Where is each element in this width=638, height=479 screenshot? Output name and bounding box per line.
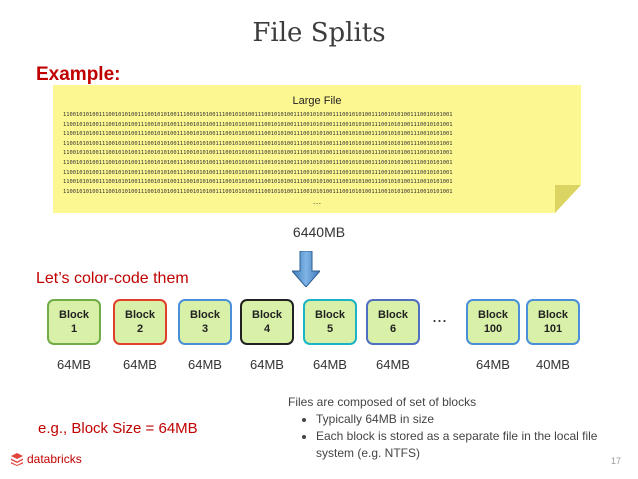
binary-line: 1100101010011100101010011100101010011100… [63,140,453,147]
block-label: Block [125,309,155,321]
block-101: Block 101 [526,299,580,345]
block-size-label: 64MB [313,357,347,372]
block-size-label: 64MB [188,357,222,372]
block-100: Block 100 [466,299,520,345]
block-label: Block [315,309,345,321]
block-number: 100 [483,323,503,335]
slide-title: File Splits [252,18,386,48]
block-size-label: 64MB [476,357,510,372]
block-label: Block [478,309,508,321]
color-code-label: Let’s color-code them [36,270,189,287]
down-arrow-icon [292,251,320,287]
description-bullet: Each block is stored as a separate file … [316,428,608,462]
binary-line: 1100101010011100101010011100101010011100… [63,179,453,186]
large-file-label: Large File [292,95,342,107]
description-intro: Files are composed of set of blocks [288,395,477,409]
block-size-label: 64MB [376,357,410,372]
block-number: 6 [389,323,397,335]
block-6: Block 6 [366,299,420,345]
block-5: Block 5 [303,299,357,345]
block-number: 3 [201,323,209,335]
logo-text: databricks [27,452,82,466]
block-size-label: 64MB [57,357,91,372]
databricks-logo: databricks [10,452,82,466]
block-label: Block [190,309,220,321]
block-number: 4 [263,323,271,335]
note-ellipsis: … [312,196,322,206]
description: Files are composed of set of blocks Typi… [288,394,608,462]
binary-content: 1100101010011100101010011100101010011100… [63,111,573,197]
blocks-ellipsis: ... [432,306,448,326]
large-file-note [53,85,581,213]
block-label: Block [252,309,282,321]
block-label: Block [59,309,89,321]
block-size-label: 40MB [536,357,570,372]
block-3: Block 3 [178,299,232,345]
block-number: 2 [136,323,144,335]
description-bullet: Typically 64MB in size [316,411,608,428]
page-number: 17 [610,456,621,466]
binary-line: 1100101010011100101010011100101010011100… [63,169,453,176]
databricks-logo-icon [11,453,23,466]
block-number: 1 [70,323,78,335]
binary-line: 1100101010011100101010011100101010011100… [63,121,453,128]
block-label: Block [378,309,408,321]
binary-line: 1100101010011100101010011100101010011100… [63,188,453,195]
block-size-label: 64MB [250,357,284,372]
binary-line: 1100101010011100101010011100101010011100… [63,112,453,118]
block-number: 5 [326,323,334,335]
description-list: Typically 64MB in size Each block is sto… [288,411,608,462]
block-size-label: 64MB [123,357,157,372]
example-label: Example: [36,64,121,85]
binary-line: 1100101010011100101010011100101010011100… [63,159,453,166]
block-4: Block 4 [240,299,294,345]
binary-line: 1100101010011100101010011100101010011100… [63,150,453,157]
block-1: Block 1 [47,299,101,345]
binary-line: 1100101010011100101010011100101010011100… [63,131,453,138]
block-size-example: e.g., Block Size = 64MB [38,420,198,437]
total-size: 6440MB [292,224,346,240]
block-label: Block [538,309,568,321]
block-2: Block 2 [113,299,167,345]
block-number: 101 [543,323,563,335]
